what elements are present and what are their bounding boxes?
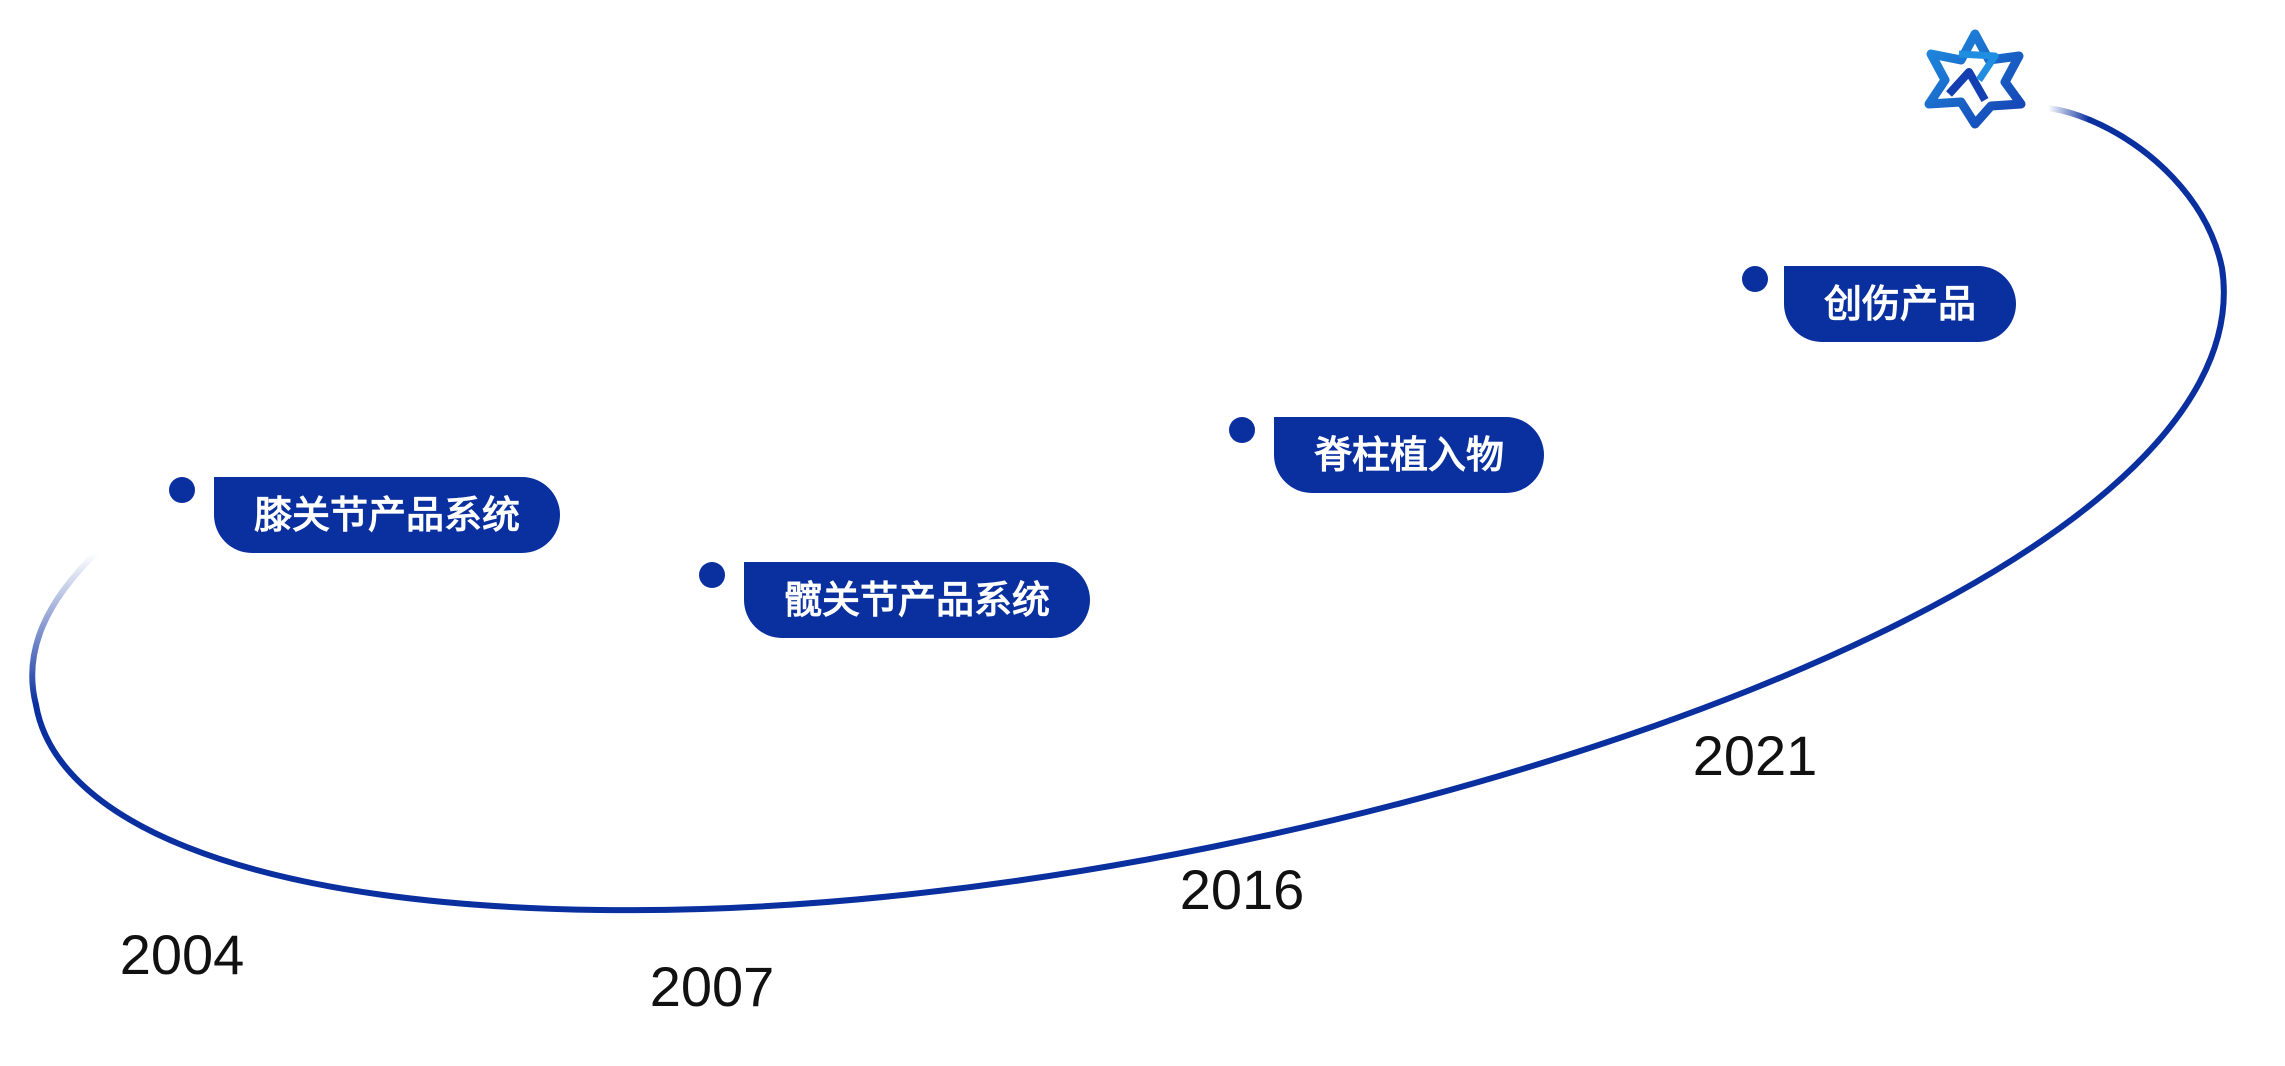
milestone-label-2021: 创伤产品 — [1784, 266, 2017, 342]
milestone-label-2004: 膝关节产品系统 — [214, 477, 561, 553]
milestone-label-2016: 脊柱植入物 — [1274, 417, 1545, 493]
timeline-arc-left-end — [29, 550, 99, 708]
milestone-year-2021: 2021 — [1692, 724, 1818, 787]
milestone-year-2007: 2007 — [649, 955, 775, 1018]
milestone-dot-2016 — [1229, 417, 1255, 443]
star-logo-icon — [1924, 29, 2026, 129]
milestone-year-2016: 2016 — [1179, 858, 1305, 921]
milestone-dot-2004 — [169, 477, 195, 503]
milestone-label-2007: 髋关节产品系统 — [744, 562, 1091, 638]
timeline-arc-right-end — [2045, 105, 2093, 123]
milestone-year-2004: 2004 — [119, 923, 245, 986]
milestone-dot-2021 — [1742, 266, 1768, 292]
milestone-dot-2007 — [699, 562, 725, 588]
timeline-arc — [33, 117, 2227, 914]
